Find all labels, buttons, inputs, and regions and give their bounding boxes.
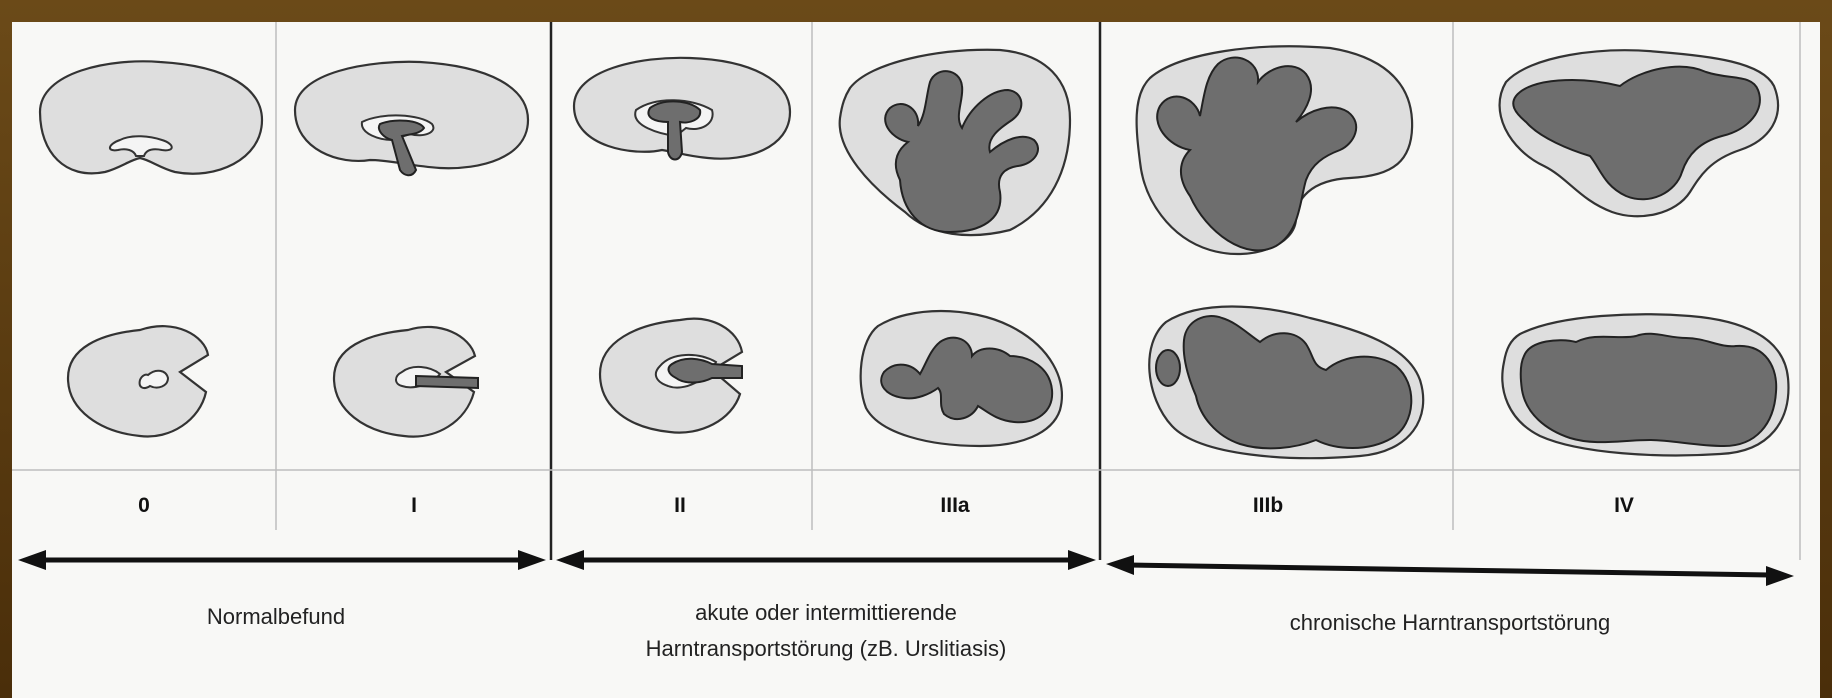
kidney-grade-3b-longitudinal: [1137, 46, 1413, 254]
grade-label-1: I: [411, 494, 417, 517]
kidney-grade-1-transverse: [334, 327, 478, 437]
kidney-grade-3b-transverse: [1149, 307, 1423, 459]
grade-label-2: II: [674, 494, 686, 517]
kidney-grade-0-longitudinal: [40, 61, 262, 173]
kidney-grade-2-transverse: [600, 319, 742, 433]
caption-acute-line-1: akute oder intermittierende: [695, 600, 957, 625]
kidney-grade-3a-longitudinal: [840, 50, 1070, 235]
kidney-grade-4-longitudinal: [1500, 50, 1778, 216]
grade-label-4: IV: [1614, 494, 1634, 517]
caption-normal: Normalbefund: [207, 604, 345, 629]
caption-chronic: chronische Harntransportstörung: [1290, 610, 1610, 635]
arrow-acute: [556, 550, 1096, 570]
grade-label-3a: IIIa: [940, 494, 970, 517]
grade-label-3b: IIIb: [1253, 494, 1283, 517]
kidney-grade-4-transverse: [1502, 314, 1788, 455]
kidney-grade-0-transverse: [68, 326, 208, 436]
kidney-grade-2-longitudinal: [574, 58, 790, 160]
caption-acute-line-2: Harntransportstörung (zB. Urslitiasis): [646, 636, 1007, 661]
grade-label-0: 0: [138, 494, 150, 517]
kidney-grade-1-longitudinal: [295, 62, 528, 175]
kidney-grade-3a-transverse: [861, 311, 1062, 446]
arrow-chronic: [1106, 555, 1794, 586]
arrow-normal: [18, 550, 546, 570]
